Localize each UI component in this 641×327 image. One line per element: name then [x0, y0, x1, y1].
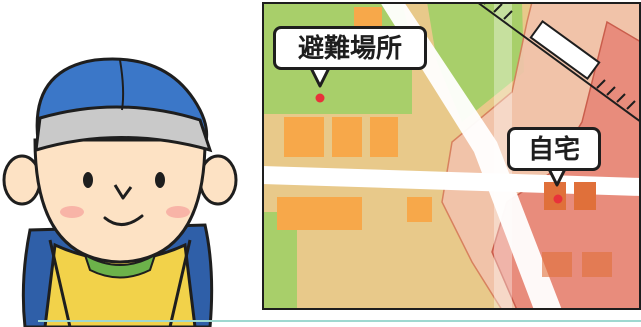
backpack-strap-right	[168, 239, 192, 327]
buildings	[277, 7, 612, 277]
home-label: 自宅	[507, 127, 601, 171]
face	[33, 138, 207, 264]
road-diagonal	[380, 2, 562, 310]
cheek-right	[166, 206, 190, 218]
boy-illustration	[2, 57, 238, 327]
eye-left	[83, 172, 93, 188]
shelter-label: 避難場所	[273, 26, 427, 70]
cap-seam	[119, 59, 125, 111]
cap-brim	[34, 105, 213, 153]
road-vertical	[494, 2, 512, 310]
nose	[113, 184, 133, 200]
eye-right	[155, 172, 165, 188]
shirt-collar	[83, 252, 157, 279]
home-marker	[553, 194, 563, 204]
mouth	[103, 214, 144, 226]
cheek-left	[60, 206, 84, 218]
backpack-strap-left	[48, 239, 72, 327]
map-border	[262, 2, 641, 310]
railway-bridge	[529, 19, 601, 81]
bottom-divider	[38, 320, 641, 322]
shelter-marker	[315, 93, 325, 103]
railway-line	[476, 2, 641, 123]
green-area-bottom-left	[262, 212, 297, 310]
